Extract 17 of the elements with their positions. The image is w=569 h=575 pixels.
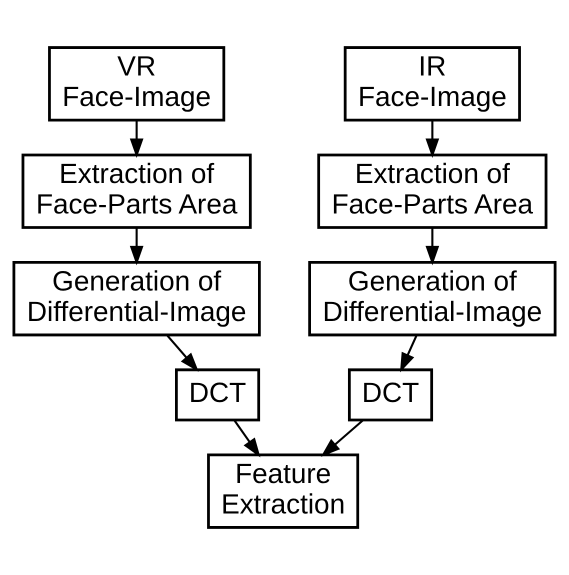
node-box: Feature Extraction — [207, 454, 360, 529]
node-box: Extraction of Face-Parts Area — [317, 154, 548, 229]
node-box: DCT — [348, 368, 434, 422]
node-box: Generation of Differential-Image — [12, 261, 261, 336]
arrow — [320, 420, 364, 457]
arrow — [130, 120, 144, 158]
arrow — [426, 228, 440, 266]
arrow — [400, 334, 418, 372]
node-box: DCT — [175, 368, 260, 422]
node-box: VR Face-Image — [48, 46, 226, 122]
node-box: Generation of Differential-Image — [308, 261, 556, 336]
arrow — [234, 420, 260, 458]
node-box: Extraction of Face-Parts Area — [22, 154, 252, 229]
arrow — [426, 120, 440, 158]
arrow — [166, 334, 199, 372]
arrow — [130, 228, 144, 266]
node-box: IR Face-Image — [344, 46, 521, 122]
